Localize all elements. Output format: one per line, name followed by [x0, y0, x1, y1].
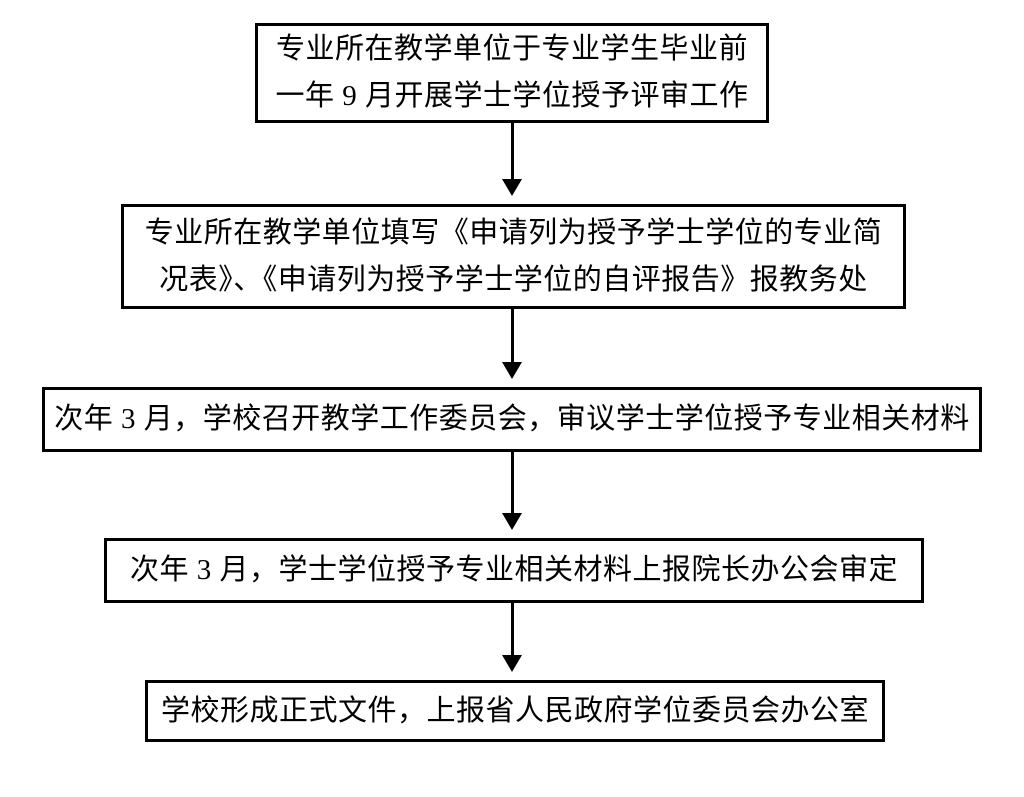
- flow-step-2: 专业所在教学单位填写《申请列为授予学士学位的专业简 况表》、《申请列为授予学士学…: [121, 204, 906, 309]
- flow-step-4: 次年 3 月，学士学位授予专业相关材料上报院长办公会审定: [104, 538, 924, 603]
- flow-arrow-2: [502, 309, 522, 379]
- flow-step-5: 学校形成正式文件，上报省人民政府学位委员会办公室: [145, 680, 885, 742]
- arrow-down-icon: [502, 362, 522, 379]
- step-2-text-line-2: 况表》、《申请列为授予学士学位的自评报告》报教务处: [159, 263, 868, 296]
- step-1-text-line-1: 专业所在教学单位于专业学生毕业前: [275, 33, 748, 66]
- step-5-text-line-1: 学校形成正式文件，上报省人民政府学位委员会办公室: [160, 694, 869, 727]
- arrow-stem: [510, 309, 514, 362]
- step-2-text-line-1: 专业所在教学单位填写《申请列为授予学士学位的专业简: [144, 216, 883, 249]
- arrow-stem: [510, 452, 514, 513]
- flow-step-3: 次年 3 月，学校召开教学工作委员会，审议学士学位授予专业相关材料: [42, 387, 982, 452]
- flow-step-1: 专业所在教学单位于专业学生毕业前 一年 9 月开展学士学位授予评审工作: [255, 23, 769, 123]
- arrow-down-icon: [502, 513, 522, 530]
- step-3-text-line-1: 次年 3 月，学校召开教学工作委员会，审议学士学位授予专业相关材料: [54, 403, 970, 436]
- arrow-down-icon: [502, 655, 522, 672]
- arrow-stem: [510, 123, 514, 179]
- flow-arrow-4: [502, 603, 522, 672]
- step-1-text-line-2: 一年 9 月开展学士学位授予评审工作: [275, 80, 749, 112]
- arrow-down-icon: [502, 179, 522, 196]
- arrow-stem: [510, 603, 514, 655]
- step-4-text-line-1: 次年 3 月，学士学位授予专业相关材料上报院长办公会审定: [129, 554, 898, 587]
- flow-arrow-1: [502, 123, 522, 196]
- flow-arrow-3: [502, 452, 522, 530]
